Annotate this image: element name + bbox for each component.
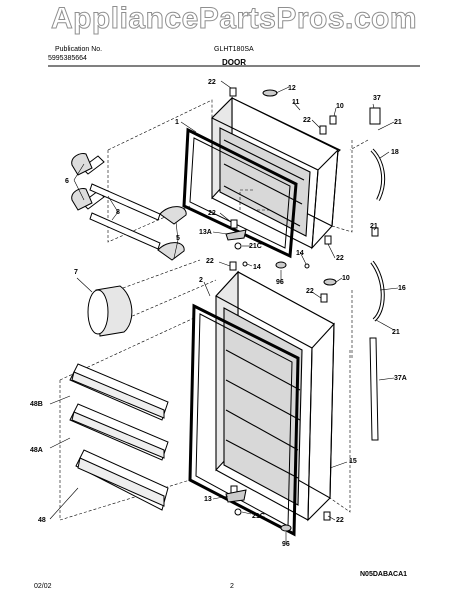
screw-22g: [323, 511, 331, 521]
callout-15: 15: [349, 458, 357, 465]
callout-22: 22: [336, 255, 344, 262]
callout-96: 96: [276, 279, 284, 286]
footer: 02/02 2 N05DABACA1: [34, 571, 407, 590]
freezer-door-gasket: [182, 127, 298, 259]
callout-21: 21: [392, 329, 400, 336]
callout-22: 22: [208, 79, 216, 86]
dairy-bin: [87, 285, 133, 337]
shelf-rails-and-brackets: [71, 153, 187, 261]
screw-10a: [329, 115, 337, 125]
callout-10: 10: [336, 103, 344, 110]
footer-date: 02/02: [34, 583, 52, 590]
callout-labels: 22 12 11 10 22 37 21 18 1 6 8 5 22 13A 2…: [30, 79, 407, 548]
screw-21b: [371, 227, 379, 237]
callout-13a: 13A: [199, 229, 212, 236]
door-handles: [369, 107, 386, 441]
footer-page: 2: [230, 583, 234, 590]
callout-14: 14: [296, 250, 304, 257]
section-title: DOOR: [222, 58, 246, 67]
callout-14: 14: [253, 264, 261, 271]
publication-number: 5995385664: [48, 55, 87, 62]
callout-6: 6: [65, 178, 69, 185]
callout-21c: 21C: [249, 243, 262, 250]
callout-2: 2: [199, 277, 203, 284]
callout-22: 22: [208, 210, 216, 217]
screw-22b: [319, 125, 327, 135]
screw-22a: [229, 87, 237, 97]
callout-22: 22: [206, 258, 214, 265]
callout-13: 13: [204, 496, 212, 503]
callout-16: 16: [398, 285, 406, 292]
cap-10b: [323, 278, 337, 286]
pin-21c-a: [234, 242, 242, 250]
callout-5: 5: [176, 235, 180, 242]
dashed-guides: [59, 99, 369, 521]
callout-48: 48: [38, 517, 46, 524]
cap-96a: [275, 261, 287, 269]
callout-22: 22: [303, 117, 311, 124]
door-bins: [69, 363, 169, 511]
screw-22d: [324, 235, 332, 245]
callout-48b: 48B: [30, 401, 43, 408]
fresh-food-door-outer: [215, 270, 335, 522]
hardware-parts: [225, 87, 379, 532]
callout-7: 7: [74, 269, 78, 276]
callout-10: 10: [342, 275, 350, 282]
watermark: AppliancePartsPros.com: [50, 2, 418, 36]
callout-37a: 37A: [394, 375, 407, 382]
callout-48a: 48A: [30, 447, 43, 454]
callout-21c: 21C: [252, 513, 265, 520]
screw-22f: [320, 293, 328, 303]
callout-22: 22: [336, 517, 344, 524]
callout-12: 12: [288, 85, 296, 92]
callout-22: 22: [306, 288, 314, 295]
pin-21c-b: [234, 508, 242, 516]
callout-21: 21: [370, 223, 378, 230]
callout-21: 21: [394, 119, 402, 126]
hinge-13: [225, 489, 247, 503]
footer-drawing-code: N05DABACA1: [360, 571, 407, 578]
pin-14b: [304, 263, 310, 269]
screw-22c: [230, 219, 238, 229]
callout-96: 96: [282, 541, 290, 548]
callout-1: 1: [175, 119, 179, 126]
callout-18: 18: [391, 149, 399, 156]
hinge-13a: [225, 229, 247, 241]
cap-96b: [280, 524, 292, 532]
pin-14a: [242, 261, 248, 267]
callout-37: 37: [373, 95, 381, 102]
publication-label: Publication No.: [55, 46, 103, 53]
callout-8: 8: [116, 209, 120, 216]
model-number: GLHT180SA: [214, 46, 254, 53]
hinge-cap-12: [262, 89, 278, 97]
leader-lines: [49, 80, 399, 542]
screw-22e: [229, 261, 237, 271]
callout-11: 11: [292, 99, 300, 106]
